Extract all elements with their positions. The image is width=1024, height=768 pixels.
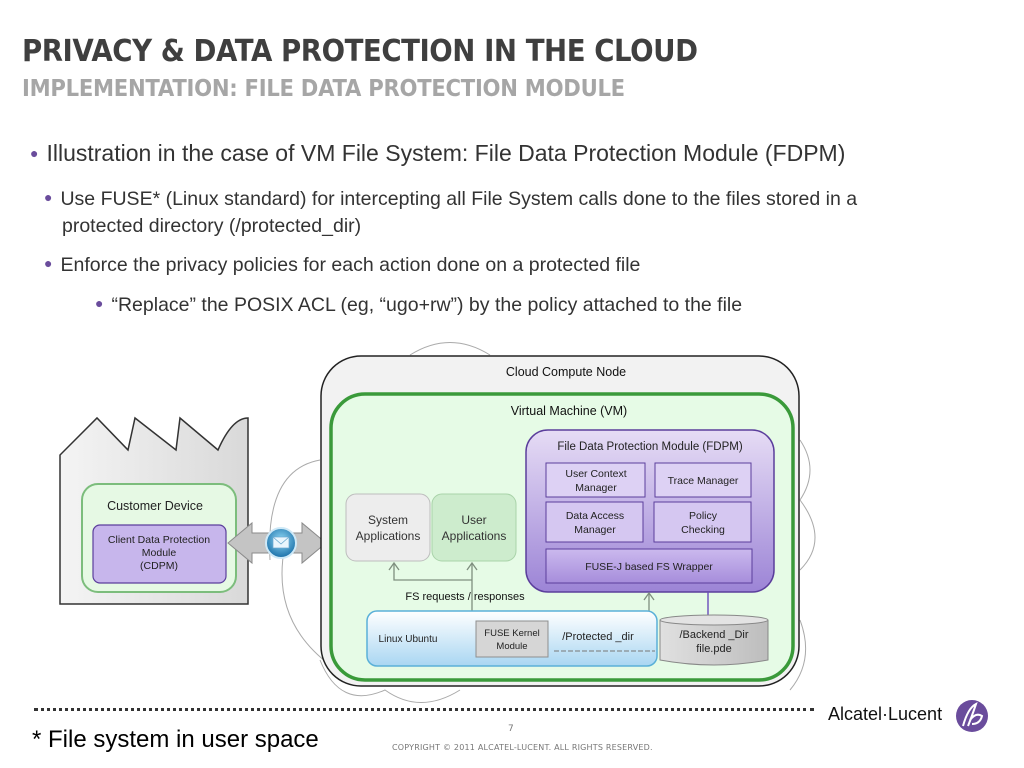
linux-ubuntu-label: Linux Ubuntu [379, 634, 438, 645]
bullet-text: Enforce the privacy policies for each ac… [60, 254, 641, 276]
customer-device-label: Customer Device [107, 499, 203, 513]
user-applications-box [431, 493, 517, 562]
fdpm-label: File Data Protection Module (FDPM) [557, 441, 743, 453]
footnote: * File system in user space [32, 726, 319, 753]
bullet-level2-enforce: ● Enforce the privacy policies for each a… [44, 254, 640, 277]
cdpm-label-line2: Module [142, 547, 177, 559]
bullet-text: “Replace” the POSIX ACL (eg, “ugo+rw”) b… [111, 294, 743, 316]
user-context-manager-label-line2: Manager [575, 482, 617, 494]
bullet-dot-icon: ● [95, 295, 104, 311]
virtual-machine-label: Virtual Machine (VM) [511, 404, 627, 418]
bullet-dot-icon: ● [44, 189, 53, 205]
fuse-kernel-module-label-line1: FUSE Kernel [484, 628, 539, 639]
fuse-j-wrapper-box [545, 548, 753, 584]
bullet-dot-icon: ● [30, 145, 39, 161]
fs-requests-label: FS requests / responses [405, 591, 525, 603]
trace-manager-label: Trace Manager [668, 475, 739, 487]
cdpm-box [92, 524, 227, 584]
mail-message-icon [265, 527, 297, 559]
fuse-kernel-module-box [475, 620, 549, 658]
bullet-dot-icon: ● [44, 255, 53, 271]
cdpm-label-line3: (CDPM) [140, 560, 178, 572]
trace-manager-box [654, 462, 752, 498]
data-access-manager-label-line1: Data Access [566, 510, 624, 522]
backend-dir-label-line1: /Backend _Dir [679, 629, 748, 641]
user-applications-label-line2: Applications [442, 529, 507, 543]
fuse-kernel-module-label-line2: Module [496, 641, 527, 652]
protected-dir-label: /Protected _dir [562, 631, 634, 643]
bullet-level2-fuse: ● Use FUSE* (Linux standard) for intercep… [44, 184, 857, 240]
slide-subtitle: IMPLEMENTATION: FILE DATA PROTECTION MOD… [22, 76, 625, 102]
backend-storage-cylinder-icon [659, 614, 769, 666]
cloud-compute-node-label: Cloud Compute Node [506, 365, 626, 379]
bullet-text-line1: Use FUSE* (Linux standard) for intercept… [60, 188, 858, 210]
data-access-manager-box [545, 501, 644, 543]
user-context-manager-label-line1: User Context [565, 468, 626, 480]
user-applications-label-line1: User [461, 513, 486, 527]
cdpm-label-line1: Client Data Protection [108, 534, 210, 546]
system-applications-box [345, 493, 431, 562]
user-context-manager-box [545, 462, 646, 498]
bullet-level1: ● Illustration in the case of VM File Sys… [30, 140, 845, 167]
policy-checking-label-line2: Checking [681, 524, 725, 536]
policy-checking-label-line1: Policy [689, 510, 718, 522]
slide-title: PRIVACY & DATA PROTECTION IN THE CLOUD [22, 34, 698, 69]
cloud-background-shape [269, 342, 816, 703]
bullet-level3-replace: ● “Replace” the POSIX ACL (eg, “ugo+rw”) … [95, 294, 742, 317]
bullet-text: Illustration in the case of VM File Syst… [46, 140, 846, 166]
system-applications-label-line2: Applications [356, 529, 421, 543]
alcatel-lucent-logo-icon [956, 700, 988, 732]
system-applications-label-line1: System [368, 513, 408, 527]
fuse-j-wrapper-label: FUSE-J based FS Wrapper [585, 561, 713, 573]
policy-checking-box [653, 501, 752, 543]
alcatel-lucent-logo-text: Alcatel·Lucent [828, 704, 943, 724]
bullet-text-line2: protected directory (/protected_dir) [62, 215, 362, 237]
footer-dotted-divider [34, 708, 814, 717]
backend-dir-label-line2: file.pde [696, 643, 731, 655]
page-number: 7 [508, 724, 514, 734]
copyright-notice: COPYRIGHT © 2011 ALCATEL-LUCENT. ALL RIG… [392, 743, 653, 752]
data-access-manager-label-line2: Manager [574, 524, 616, 536]
